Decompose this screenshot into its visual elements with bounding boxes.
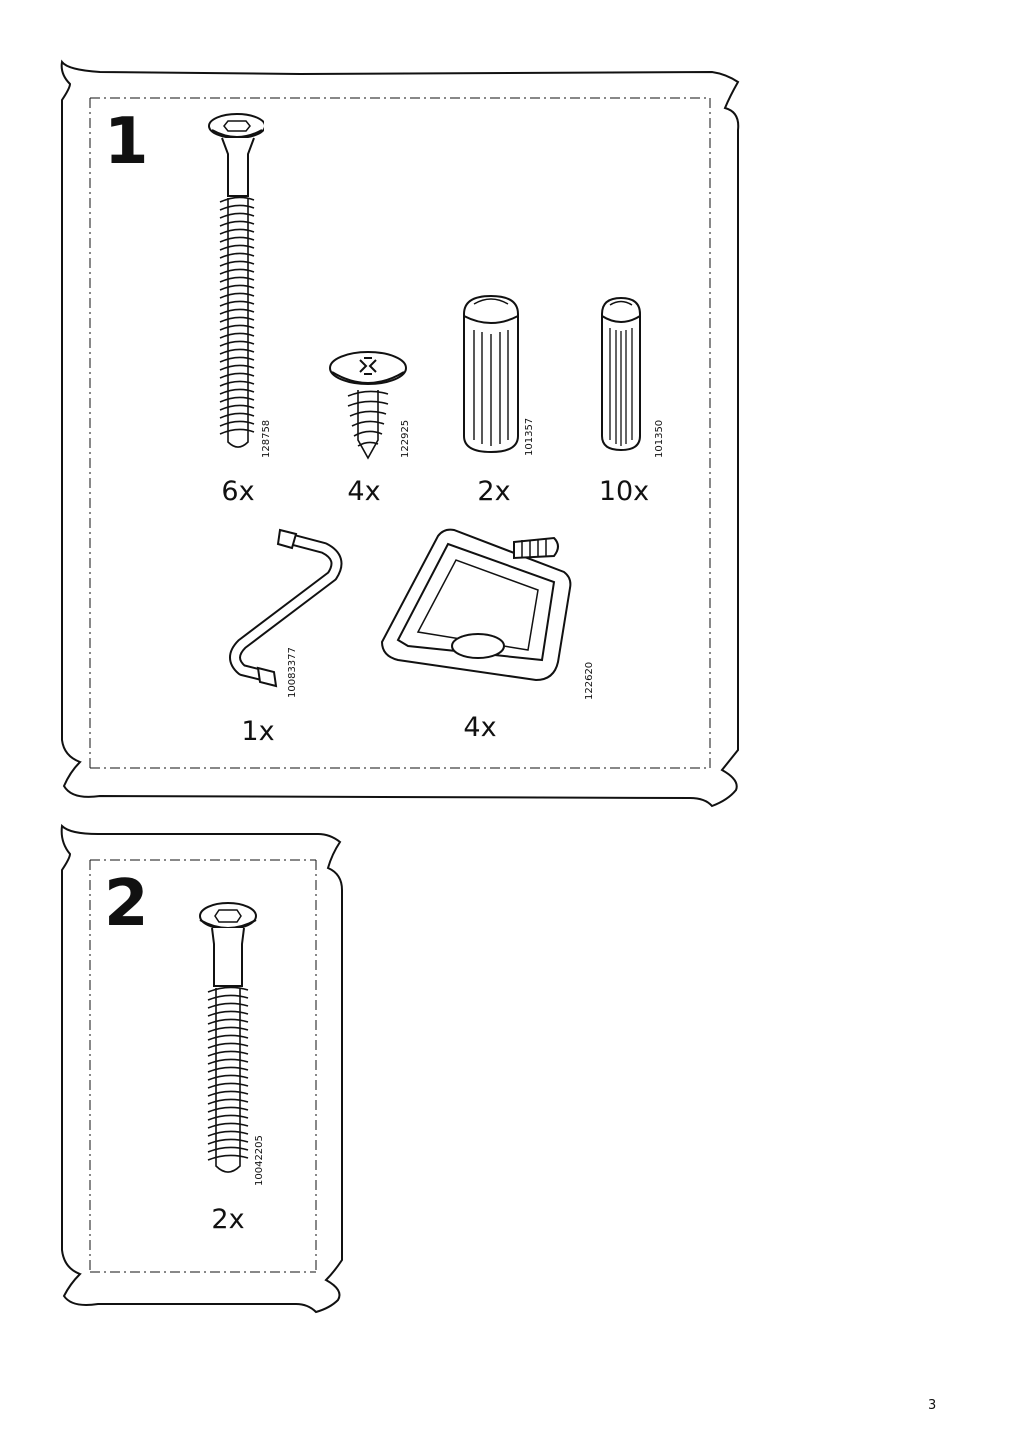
- part-quantity: 2x: [477, 476, 511, 507]
- step-number: 1: [104, 105, 149, 179]
- hardware-bag-1: 1 128758 6x 122925: [0, 0, 760, 820]
- long-bolt-icon: [208, 113, 264, 448]
- bag-outline-icon: [60, 823, 343, 1314]
- dowel-icon: [601, 296, 641, 452]
- part-quantity: 10x: [598, 476, 650, 507]
- hardware-bag-2: 2 10042205 2x: [0, 820, 360, 1320]
- page-number: 3: [928, 1398, 937, 1413]
- part-code: 10042205: [254, 1135, 265, 1186]
- long-bolt-icon: [199, 902, 257, 1173]
- step-number: 2: [104, 867, 149, 941]
- part-code: 10083377: [287, 647, 298, 698]
- part-code: 128758: [261, 419, 272, 458]
- part-code: 101350: [654, 419, 665, 458]
- part-quantity: 6x: [221, 476, 255, 507]
- part-quantity: 4x: [463, 712, 497, 743]
- part-quantity: 2x: [211, 1204, 245, 1235]
- part-code: 101357: [524, 417, 535, 456]
- bracket-icon: [380, 528, 572, 682]
- large-dowel-icon: [463, 294, 519, 454]
- short-screw-icon: [329, 351, 407, 460]
- allen-key-icon: [229, 528, 343, 688]
- part-code: 122925: [400, 419, 411, 458]
- part-quantity: 1x: [241, 716, 275, 747]
- part-code: 122620: [584, 661, 595, 700]
- bag-outline-icon: [60, 59, 740, 808]
- part-quantity: 4x: [347, 476, 381, 507]
